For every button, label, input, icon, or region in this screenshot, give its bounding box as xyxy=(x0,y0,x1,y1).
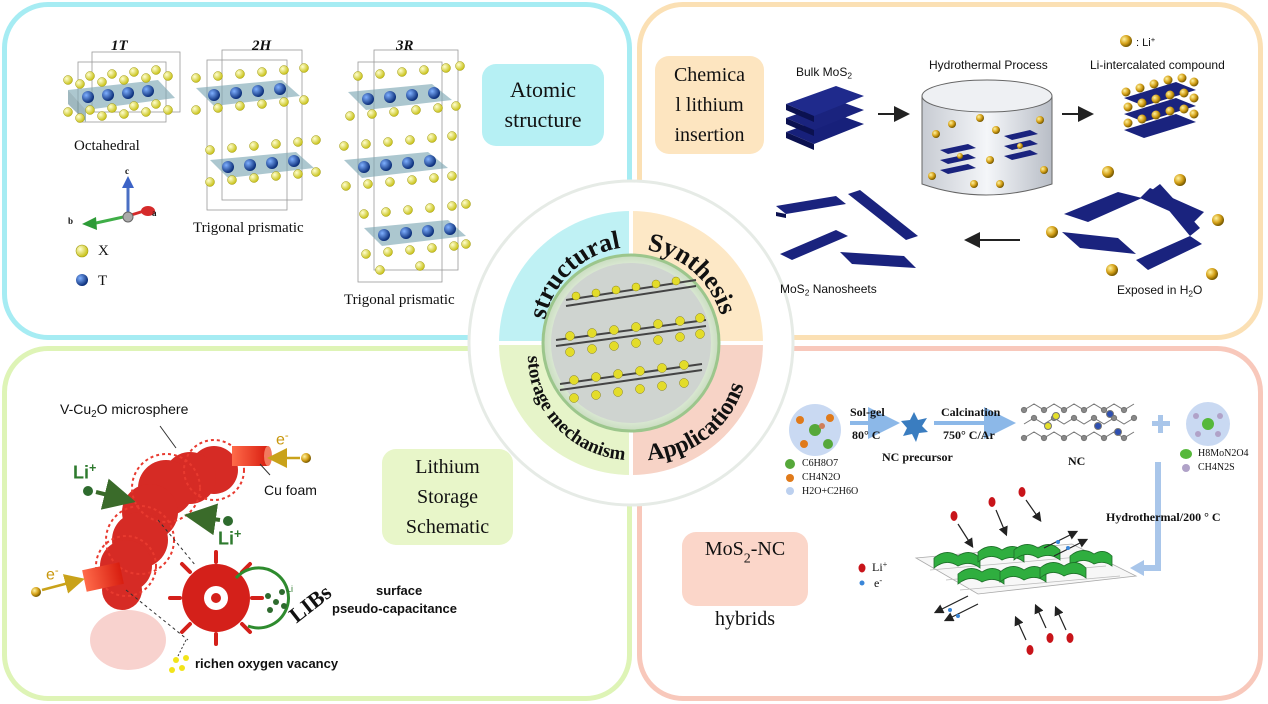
legend-li-label: Li+ xyxy=(872,560,888,575)
arrow-hydrothermal xyxy=(1142,462,1161,571)
arrow-hydrothermal-head xyxy=(1130,560,1144,576)
trigonal-prismatic-3r-label: Trigonal prismatic xyxy=(344,292,455,308)
reagent-h2o-c2h6o: H2O+C2H6O xyxy=(802,486,859,497)
reagent-ch4n2s: CH4N2S xyxy=(1198,462,1235,473)
legend-t-atom xyxy=(76,274,88,286)
nc-precursor-label: NC precursor xyxy=(882,450,953,464)
li-plus-left-label: Li+ xyxy=(73,461,97,483)
exposed-sheets xyxy=(1062,184,1204,270)
li-intercalated-label: Li-intercalated compound xyxy=(1090,58,1225,72)
reagent-legend-dots xyxy=(785,449,1192,495)
li-plus-right-label: Li+ xyxy=(218,527,242,549)
mos2-nanosheets-label: MoS2 Nanosheets xyxy=(780,282,877,298)
calcination-label: Calcination xyxy=(941,405,1001,419)
cu-foam-rod-bottom xyxy=(82,562,124,592)
e-label-top: e- xyxy=(276,430,289,449)
mos2-nanosheets xyxy=(776,190,918,268)
legend-li-dot xyxy=(858,563,866,573)
li-arrow-left xyxy=(95,478,136,510)
li-ball-left xyxy=(83,486,93,496)
axis-triad xyxy=(82,176,155,230)
axis-c-label: c xyxy=(125,166,129,176)
reagent-ch4n2o: CH4N2O xyxy=(802,472,841,483)
li-ions-top xyxy=(950,487,1042,549)
bulk-mos2-stack xyxy=(786,86,864,150)
axis-a-label: a xyxy=(152,208,157,218)
axis-b-label: b xyxy=(68,216,74,226)
exposed-li-balls xyxy=(1046,166,1224,280)
lithium-storage-label: Lithium Storage Schematic xyxy=(382,449,513,545)
reagent-h8mon2o4: H8MoN2O4 xyxy=(1198,448,1249,459)
zoomed-particle xyxy=(125,519,290,673)
reagent-sphere-1 xyxy=(789,404,841,456)
center-wheel xyxy=(467,179,795,507)
legend-e-dot xyxy=(859,580,865,586)
nc-lattice xyxy=(1020,403,1138,442)
phase-2h-label: 2H xyxy=(252,38,272,54)
trigonal-prismatic-2h-label: Trigonal prismatic xyxy=(193,220,304,236)
surface-label: surface xyxy=(376,583,423,598)
cu-foam-rod-top xyxy=(232,446,272,466)
chemical-lithium-insertion-label: Chemica l lithium insertion xyxy=(655,56,764,154)
e-ball-top xyxy=(301,453,311,463)
nc-label: NC xyxy=(1068,454,1086,468)
electron-arrows xyxy=(933,530,1089,622)
crystal-3r xyxy=(339,49,471,283)
hydrothermal-200-label: Hydrothermal/200 ° C xyxy=(1106,510,1221,524)
li-ball-right xyxy=(223,516,233,526)
cu-foam-pointer xyxy=(259,463,271,476)
e-ball-bottom xyxy=(31,587,41,597)
pseudo-capacitance-label: pseudo-capacitance xyxy=(332,601,457,616)
calcination-temp-label: 750° C/Ar xyxy=(943,428,995,442)
legend-x-atom xyxy=(75,244,89,258)
solgel-temp-label: 80° C xyxy=(852,428,881,442)
crystal-2h xyxy=(191,49,321,211)
exposed-in-h2o-label: Exposed in H2O xyxy=(1117,283,1203,299)
li-intercalated-stack xyxy=(1121,73,1199,138)
microsphere-label: V-Cu2O microsphere xyxy=(60,401,189,420)
li-small-label: Li xyxy=(286,584,294,594)
atomic-structure-label: Atomic structure xyxy=(482,64,604,146)
hydrothermal-beaker xyxy=(921,79,1053,196)
mos2-nc-hybrids-label: MoS2-NC hybrids xyxy=(682,532,808,630)
cu2o-microsphere-chain xyxy=(90,439,245,670)
crystal-1t xyxy=(63,51,181,123)
oxygen-vacancy-label: richen oxygen vacancy xyxy=(195,656,339,671)
legend-e-label: e- xyxy=(874,576,883,591)
nc-precursor-star xyxy=(901,412,928,442)
li-legend-label: : Li+ xyxy=(1136,35,1156,50)
li-arrow-right xyxy=(184,503,221,536)
reagent-c6h8o7: C6H8O7 xyxy=(802,458,839,469)
solgel-label: Sol-gel xyxy=(850,405,885,419)
reagent-sphere-2 xyxy=(1186,402,1230,446)
phase-1t-label: 1T xyxy=(111,38,128,54)
hydrothermal-process-label: Hydrothermal Process xyxy=(929,58,1048,72)
microsphere-pointer xyxy=(159,425,177,449)
plus-sign xyxy=(1152,415,1170,433)
legend-x-label: X xyxy=(98,243,109,259)
mos2-nc-sheet xyxy=(914,543,1138,595)
e-label-bottom: e- xyxy=(46,565,59,584)
bulk-mos2-label: Bulk MoS2 xyxy=(796,65,853,81)
li-legend-ball xyxy=(1120,35,1132,47)
cu-foam-label: Cu foam xyxy=(264,482,317,498)
legend-t-label: T xyxy=(98,273,108,289)
e-arrow-bottom xyxy=(41,574,85,594)
phase-3r-label: 3R xyxy=(396,38,414,54)
li-ions-bottom xyxy=(1014,603,1074,655)
octahedral-label: Octahedral xyxy=(74,138,140,154)
